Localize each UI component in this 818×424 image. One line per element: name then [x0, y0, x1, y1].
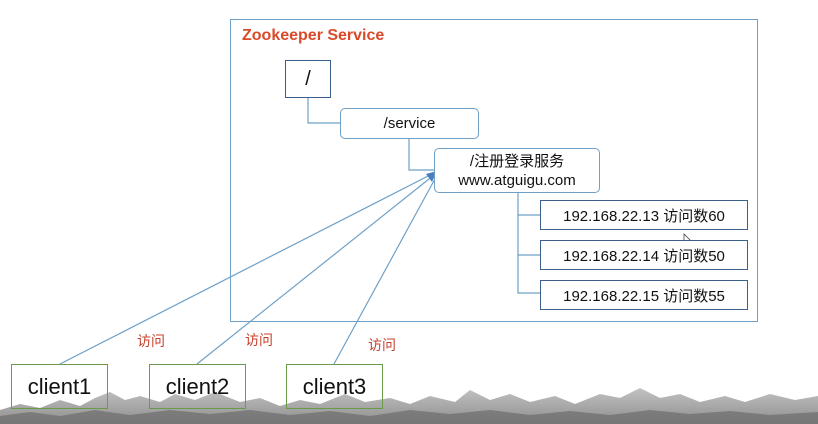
client1-access-label: 访问 [137, 334, 165, 350]
root-node: / [285, 60, 331, 98]
client3-node: client3 [286, 364, 383, 409]
register-node-domain: www.atguigu.com [458, 171, 576, 189]
server-node-3: 192.168.22.15 访问数55 [540, 280, 748, 310]
client1-node: client1 [11, 364, 108, 409]
client1-access-line [59, 172, 435, 365]
server-node-2: 192.168.22.14 访问数50 [540, 240, 748, 270]
landscape-silhouette [0, 388, 818, 424]
root-to-service-connector [307, 98, 340, 124]
service-to-register-connector [408, 139, 434, 171]
client3-access-label: 访问 [368, 338, 396, 354]
service-node: /service [340, 108, 479, 139]
register-node-path: /注册登录服务 [469, 152, 565, 170]
zookeeper-service-frame [230, 19, 758, 322]
client3-access-line [333, 176, 437, 365]
register-to-servers-connector [517, 193, 540, 294]
server-node-1: 192.168.22.13 访问数60 [540, 200, 748, 230]
client2-node: client2 [149, 364, 246, 409]
client2-access-line [196, 174, 435, 365]
client2-access-label: 访问 [245, 333, 273, 349]
service-title: Zookeeper Service [242, 27, 385, 44]
register-service-node: /注册登录服务 www.atguigu.com [434, 148, 600, 193]
